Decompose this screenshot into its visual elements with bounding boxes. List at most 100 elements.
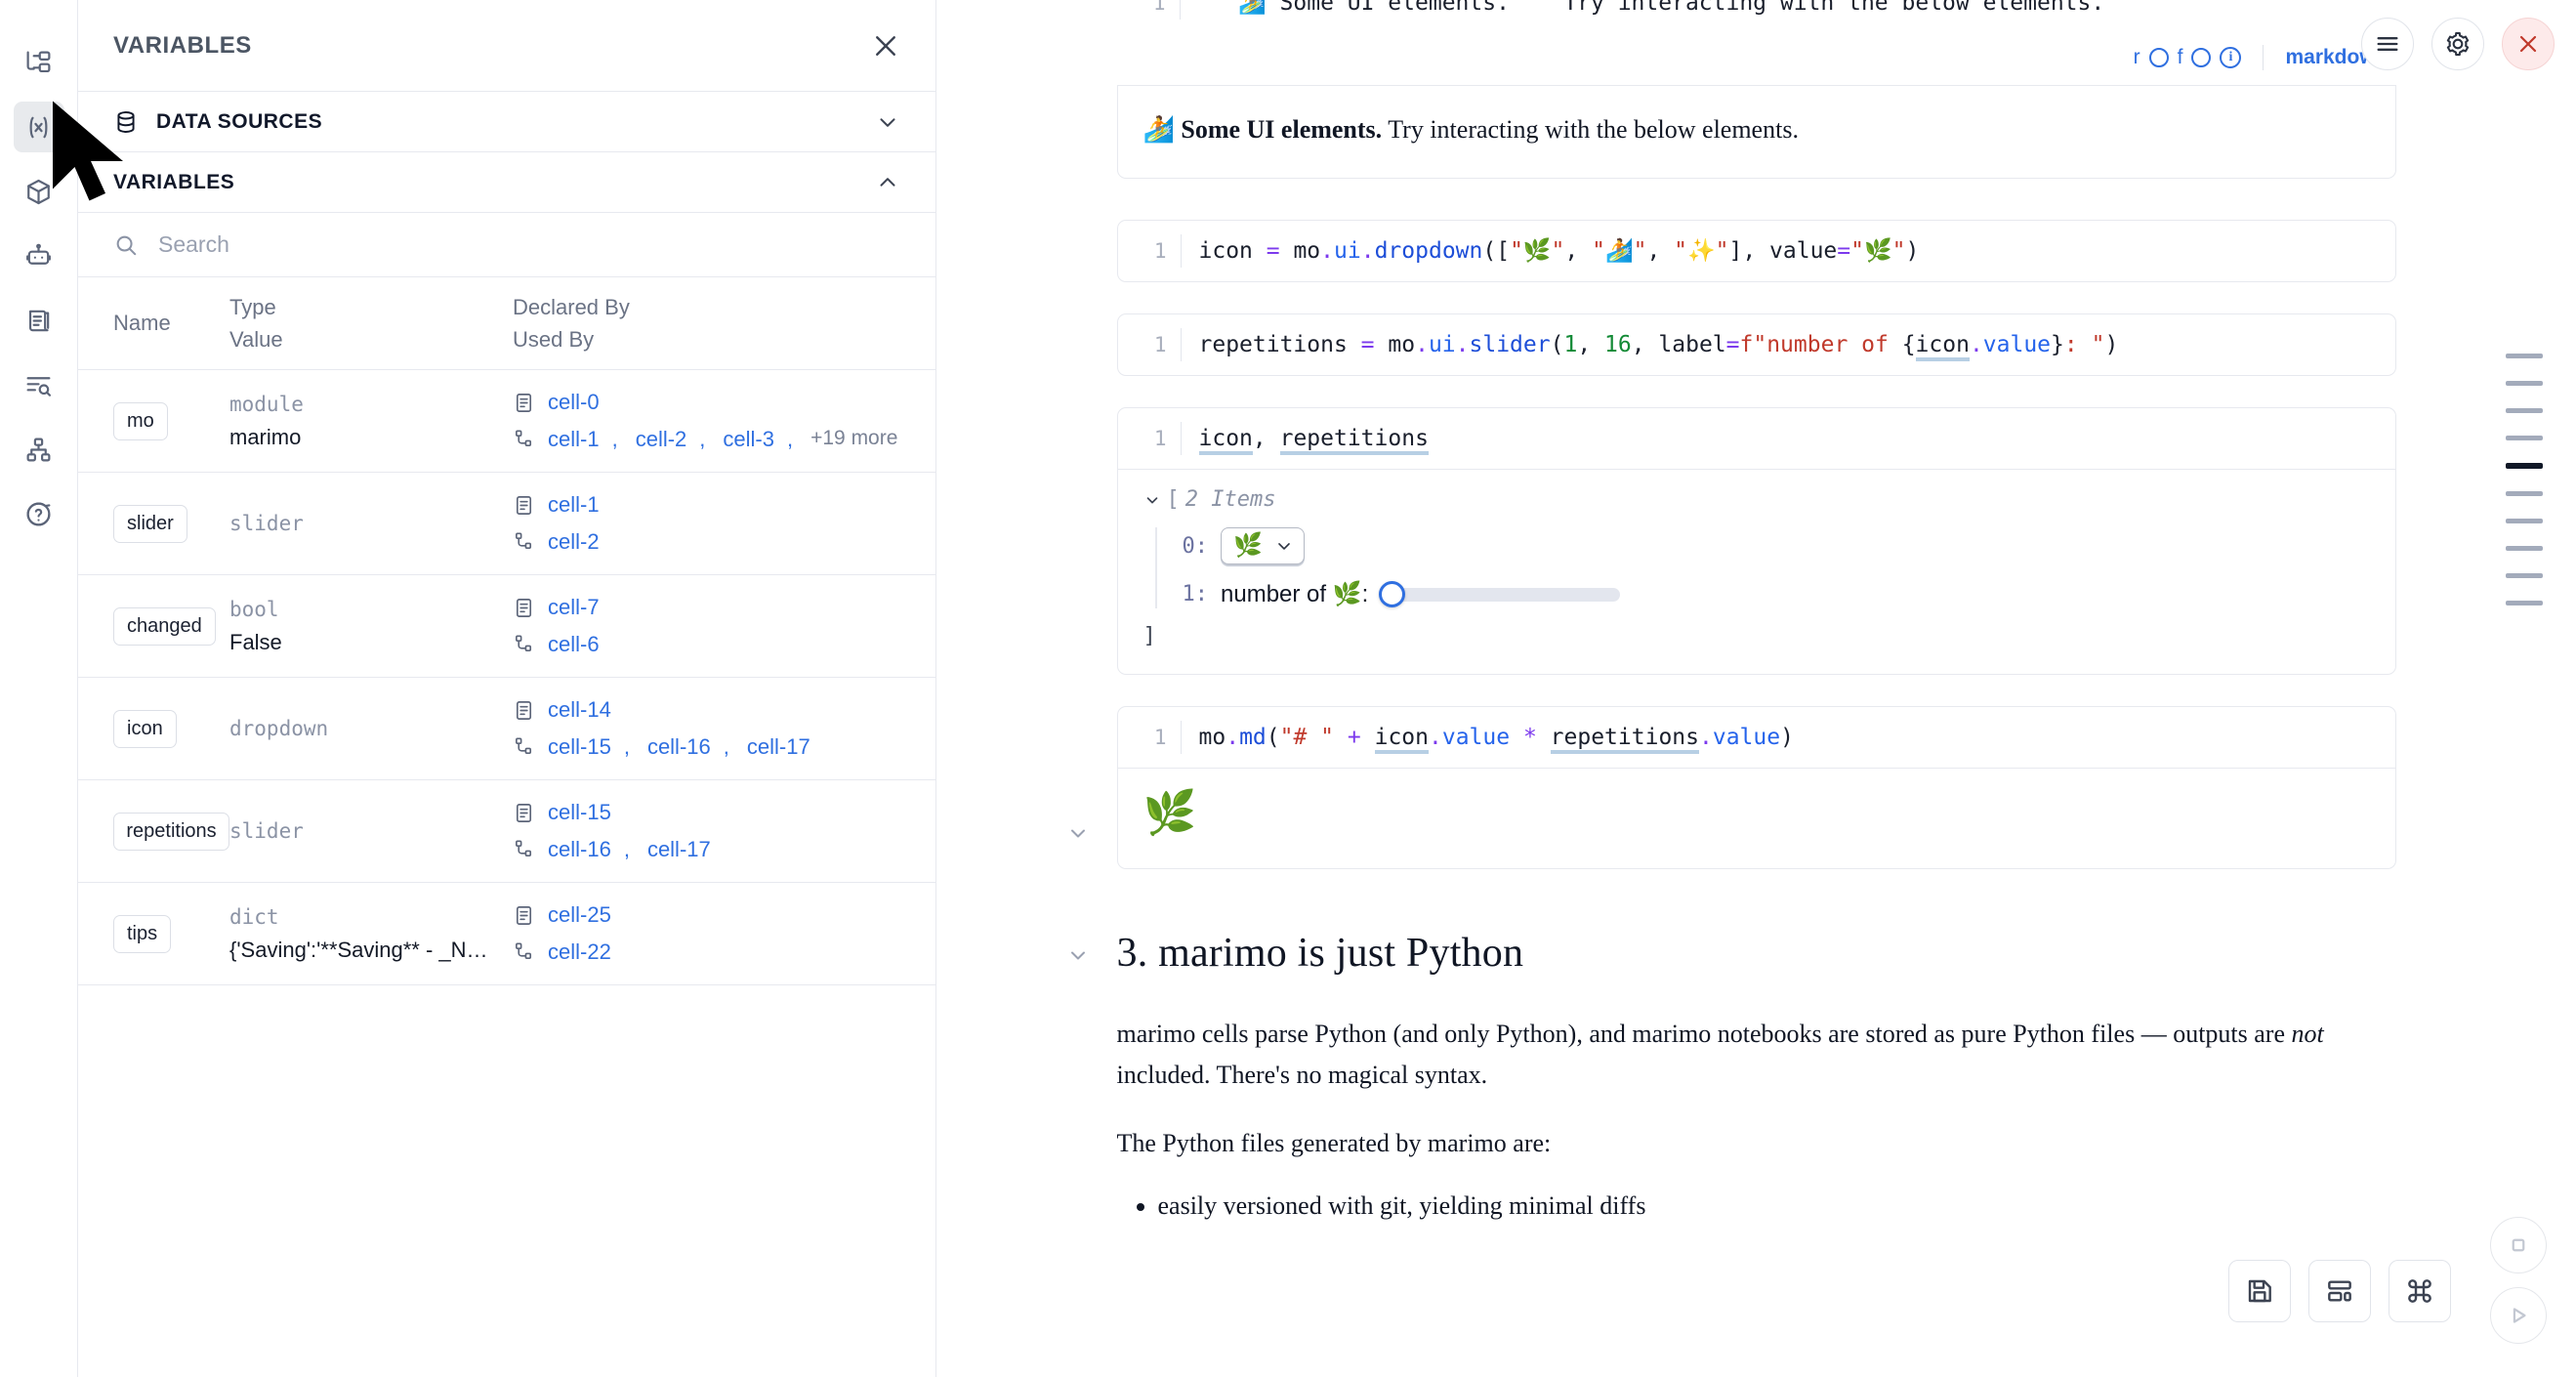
section-data-sources[interactable]: DATA SOURCES [78,92,935,152]
code-editor[interactable]: 1 icon = mo.ui.dropdown(["🌿", "🏄", "✨"],… [1116,220,2396,282]
minimap[interactable] [2506,354,2543,605]
close-icon[interactable] [871,31,900,61]
info-icon[interactable]: i [2220,46,2242,68]
cell-reference-link[interactable]: cell-7 [548,595,600,620]
dropdown-widget[interactable]: 🌿 [1221,527,1305,564]
chevron-down-icon[interactable] [1143,491,1161,509]
declared-by-line: cell-25 [513,898,918,932]
cell-reference-link[interactable]: cell-22 [548,939,611,964]
variable-name-chip[interactable]: slider [113,504,187,543]
panel-header: VARIABLES [78,0,935,92]
chevron-up-icon[interactable] [875,170,900,195]
slider-thumb[interactable] [1379,580,1406,607]
slider-label: number of 🌿: [1221,581,1369,607]
cell-reference-link[interactable]: cell-1 [548,492,600,518]
outline-search-icon[interactable] [14,359,64,410]
para-emphasis: not [2291,1020,2324,1048]
cell-reference-link[interactable]: cell-6 [548,631,600,656]
flag-r-label[interactable]: r [2133,45,2140,68]
search-row [78,213,935,277]
close-notebook-icon[interactable] [2502,18,2555,70]
cell-icon-repetitions-output[interactable]: 1 icon, repetitions [ 2 Items 0: [1116,407,2396,675]
minimap-dash[interactable] [2506,491,2543,496]
used-by-icon [513,530,535,553]
layout-icon[interactable] [2308,1260,2371,1322]
section-variables[interactable]: VARIABLES [78,152,935,213]
cell-reference-link[interactable]: cell-17 [646,836,711,861]
search-icon [113,232,139,258]
cell-reference-link[interactable]: cell-25 [548,902,611,928]
flag-r-toggle[interactable] [2148,47,2169,67]
file-explorer-icon[interactable] [14,37,64,88]
stop-icon[interactable] [2490,1217,2547,1273]
declared-by-icon [513,802,535,824]
code-editor[interactable]: 1 repetitions = mo.ui.slider(1, 16, labe… [1116,313,2396,376]
cell-reference-link[interactable]: cell-3 [723,426,774,451]
cell-reference-link[interactable]: cell-1 [548,426,600,451]
cell-repetitions-slider[interactable]: 1 repetitions = mo.ui.slider(1, 16, labe… [1116,313,2396,376]
para-part-b: included. There's no magical syntax. [1116,1061,1488,1090]
header-declared-by: Declared By [513,295,630,319]
minimap-dash[interactable] [2506,436,2543,440]
declared-by-line: cell-1 [513,488,918,522]
minimap-dash[interactable] [2506,546,2543,551]
ref-separator: , [723,733,729,759]
minimap-dash[interactable] [2506,381,2543,386]
variable-name-cell: mo [78,401,229,440]
help-icon[interactable] [14,488,64,539]
cell-reference-link[interactable]: cell-16 [548,836,611,861]
cell-reference-link[interactable]: cell-15 [548,800,611,825]
more-refs-label[interactable]: +19 more [810,427,898,450]
cell-reference-link[interactable]: cell-14 [548,697,611,723]
variable-name-chip[interactable]: mo [113,401,168,440]
code-editor[interactable]: 1 mo.md("# " + icon.value * repetitions.… [1116,706,2396,769]
code-editor[interactable]: 1 icon, repetitions [1116,407,2396,470]
variable-name-chip[interactable]: repetitions [113,812,229,851]
used-by-line: cell-22 [513,936,918,969]
save-icon[interactable] [2228,1260,2291,1322]
cell-icon-dropdown[interactable]: 1 icon = mo.ui.dropdown(["🌿", "🏄", "✨"],… [1116,220,2396,282]
minimap-dash[interactable] [2506,463,2543,469]
tree-header[interactable]: [ 2 Items [1143,487,2370,512]
variable-name-cell: repetitions [78,812,229,851]
cell-reference-link[interactable]: cell-2 [548,528,600,554]
variable-type: bool [229,598,279,622]
minimap-dash[interactable] [2506,573,2543,578]
cell-reference-link[interactable]: cell-16 [646,733,711,759]
run-icon[interactable] [2490,1287,2547,1344]
cell-reference-link[interactable]: cell-2 [635,426,687,451]
flag-f-label[interactable]: f [2177,45,2183,68]
chat-bot-icon[interactable] [14,230,64,281]
variable-name-chip[interactable]: changed [113,606,216,646]
minimap-dash[interactable] [2506,408,2543,413]
markdown-source-clipped[interactable]: 1 """🏄 Some UI elements.""" Try interact… [1117,0,2396,27]
markdown-cell-toolbar: r f i markdown [1116,29,2396,86]
flag-f-toggle[interactable] [2191,47,2212,67]
gear-icon[interactable] [2431,18,2484,70]
minimap-dash[interactable] [2506,354,2543,358]
variable-name-chip[interactable]: icon [113,709,177,748]
cell-reference-link[interactable]: cell-15 [548,733,611,759]
menu-icon[interactable] [2361,18,2414,70]
section-paragraph-2: The Python files generated by marimo are… [1116,1129,1552,1158]
collapse-output-icon[interactable] [1066,821,1090,845]
notebook-scroll[interactable]: 1 """🏄 Some UI elements.""" Try interact… [936,0,2576,1377]
line-number: 1 [1152,0,1166,15]
variable-name-chip[interactable]: tips [113,914,172,953]
minimap-dash[interactable] [2506,519,2543,523]
command-palette-icon[interactable] [2389,1260,2451,1322]
collapse-section-icon[interactable] [1066,943,1090,967]
chevron-down-icon[interactable] [875,109,900,135]
search-input[interactable] [158,231,900,258]
cell-md-render[interactable]: 1 mo.md("# " + icon.value * repetitions.… [1070,706,2396,869]
documentation-icon[interactable] [14,295,64,346]
slider-widget[interactable] [1379,580,1621,607]
dependency-graph-icon[interactable] [14,424,64,475]
cell-reference-link[interactable]: cell-0 [548,390,600,415]
cell-reference-link[interactable]: cell-17 [746,733,810,759]
minimap-dash[interactable] [2506,601,2543,605]
variables-icon[interactable] [13,102,64,152]
packages-icon[interactable] [14,166,64,217]
